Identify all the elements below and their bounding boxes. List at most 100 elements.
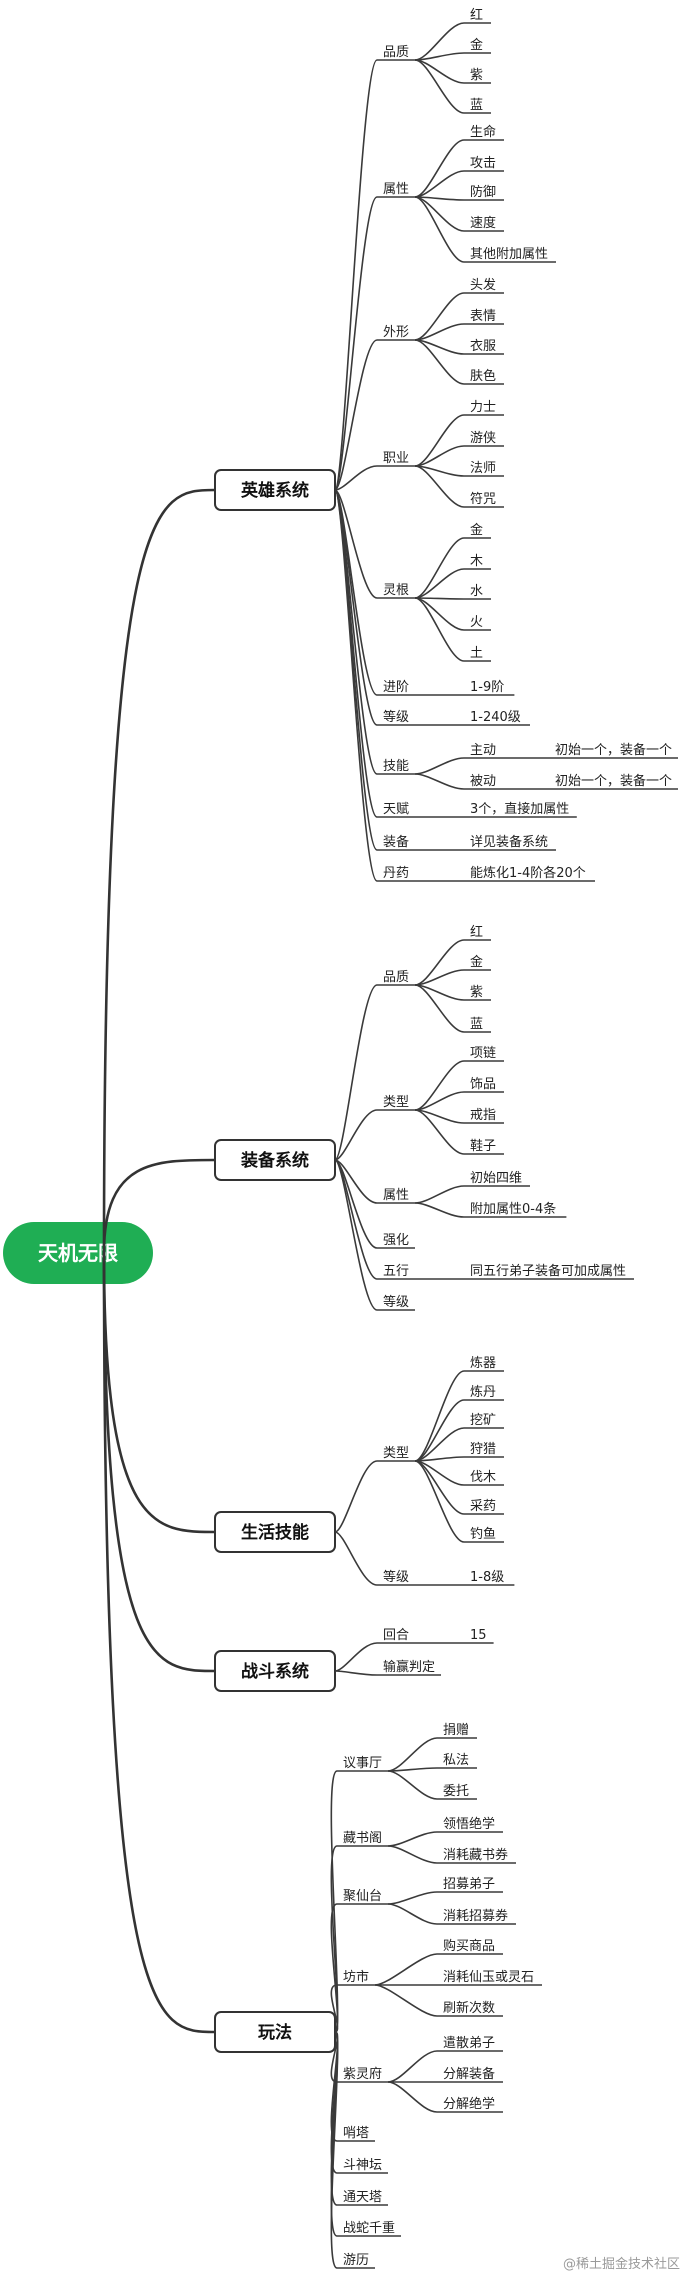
node-1-1: 品质: [383, 45, 409, 60]
leaf-3-1-5: 伐木: [470, 1470, 496, 1485]
leaf-2-3-2: 附加属性0-4条: [470, 1201, 556, 1217]
main-label-5: 玩法: [258, 2022, 292, 2043]
leaf-1-4-2: 游侠: [470, 431, 496, 446]
connector-l3: [387, 2081, 438, 2113]
node-1-2: 属性: [383, 182, 409, 197]
leaf-5-4-3: 刷新次数: [443, 2000, 495, 2016]
watermark: @稀土掘金技术社区: [562, 2257, 680, 2272]
node-5-8: 通天塔: [343, 2190, 382, 2205]
connector-l3: [387, 1903, 438, 1925]
leaf-1-5-5: 土: [470, 646, 483, 661]
connector-l3: [387, 1770, 438, 1800]
leaf-1-1-1: 红: [470, 7, 483, 23]
connector-l3: [414, 59, 465, 114]
leaf-5-2-2: 消耗藏书券: [443, 1847, 508, 1863]
leaf-1-1-4: 蓝: [470, 98, 483, 113]
leaf-2-1-2: 金: [470, 954, 483, 970]
leaf-1-6-1: 1-9阶: [470, 680, 504, 695]
connector-l3: [414, 939, 465, 986]
node-5-3: 聚仙台: [343, 1889, 382, 1904]
leaf-2-1-1: 红: [470, 924, 483, 940]
connector-l3: [374, 1984, 438, 2017]
connector-l2: [334, 1670, 378, 1676]
node-1-11: 丹药: [383, 866, 409, 881]
connector-l3: [414, 1460, 465, 1515]
connector-l3: [414, 773, 465, 790]
leaf-1-4-1: 力士: [470, 400, 496, 415]
leaf-1-11-1: 能炼化1-4阶各20个: [470, 865, 586, 881]
root-node: 天机无限: [3, 1222, 153, 1284]
connector-l3: [414, 196, 465, 263]
leaf-3-2-1: 1-8级: [470, 1570, 504, 1585]
node-5-6: 哨塔: [343, 2126, 369, 2141]
node-1-7: 等级: [383, 709, 409, 725]
leaf-4-1-1: 15: [470, 1628, 487, 1643]
connector-l2: [334, 196, 378, 491]
connector-l3: [414, 984, 465, 1033]
connector-l2: [334, 1642, 378, 1672]
connector-l3: [387, 1891, 438, 1905]
connector-l2: [334, 984, 378, 1161]
node-5-4: 坊市: [343, 1969, 369, 1985]
leaf-1-1-3: 紫: [470, 68, 483, 83]
connector-main-5: [102, 1252, 216, 2034]
leaf-3-1-7: 钓鱼: [470, 1526, 496, 1542]
leaf-3-1-6: 采药: [470, 1499, 496, 1514]
connector-l3: [387, 1845, 438, 1864]
connector-l3: [387, 1831, 438, 1847]
leaf-1-3-1: 头发: [470, 277, 496, 293]
connector-l3: [414, 1427, 465, 1462]
connector-l2: [334, 1109, 378, 1161]
connector-l3: [414, 969, 465, 986]
connector-l2: [334, 489, 378, 599]
node-1-5: 灵根: [383, 583, 409, 598]
connector-l3: [414, 1060, 465, 1111]
leaf-1-3-4: 肤色: [470, 368, 496, 384]
leaf-5-5-3: 分解绝学: [443, 2096, 495, 2112]
leaf-5-1-3: 委托: [443, 1784, 469, 1799]
leaf-2-2-1: 项链: [470, 1046, 496, 1061]
node-2-3: 属性: [383, 1188, 409, 1203]
node-4-1: 回合: [383, 1628, 409, 1643]
node-3-2: 等级: [383, 1569, 409, 1585]
leaf-1-7-1: 1-240级: [470, 710, 521, 725]
connector-l3: [414, 445, 465, 467]
main-branch-5: 玩法议事厅捐赠私法委托藏书阁领悟绝学消耗藏书券聚仙台招募弟子消耗招募券坊市购买商…: [102, 1252, 542, 2269]
main-branch-1: 英雄系统品质红金紫蓝属性生命攻击防御速度其他附加属性外形头发表情衣服肤色职业力士…: [102, 7, 678, 1254]
leaf-1-10-1: 详见装备系统: [470, 834, 548, 850]
connector-l3: [414, 414, 465, 467]
connector-l3: [414, 568, 465, 599]
connector-l3: [414, 465, 465, 508]
leaf-1-4-4: 符咒: [470, 491, 496, 507]
root-node-bg: [3, 1222, 153, 1284]
leaf-1-2-4: 速度: [470, 215, 496, 231]
leaf-5-3-1: 招募弟子: [443, 1877, 495, 1892]
node-2-6: 等级: [383, 1294, 409, 1310]
leaf-2-3-1: 初始四维: [470, 1171, 522, 1186]
leaf-2-5-1: 同五行弟子装备可加成属性: [470, 1263, 626, 1279]
leaf-2-2-2: 饰品: [470, 1077, 496, 1092]
leaf-5-4-2: 消耗仙玉或灵石: [443, 1970, 534, 1985]
main-label-3: 生活技能: [241, 1522, 309, 1543]
node-2-5: 五行: [383, 1264, 409, 1279]
node-1-8: 技能: [383, 759, 409, 774]
connector-main-1: [102, 488, 216, 1254]
connector-l3: [414, 757, 465, 775]
leaf-1-2-3: 防御: [470, 184, 496, 200]
node-3-1: 类型: [383, 1446, 409, 1461]
node-5-1: 议事厅: [343, 1756, 382, 1771]
connector-l3: [414, 597, 465, 662]
node-1-10: 装备: [383, 834, 409, 850]
leaf-1-2-5: 其他附加属性: [470, 247, 548, 262]
connector-l3: [414, 292, 465, 341]
leaf-1-8-2-1: 初始一个，装备一个: [555, 773, 672, 789]
connector-l2: [334, 1460, 378, 1533]
connector-l3: [414, 323, 465, 341]
connector-main-2: [102, 1158, 216, 1254]
leaf-1-4-3: 法师: [470, 461, 496, 476]
connector-l3: [414, 465, 465, 477]
connector-l3: [414, 537, 465, 599]
leaf-1-2-2: 攻击: [470, 156, 496, 171]
main-label-4: 战斗系统: [241, 1661, 309, 1682]
